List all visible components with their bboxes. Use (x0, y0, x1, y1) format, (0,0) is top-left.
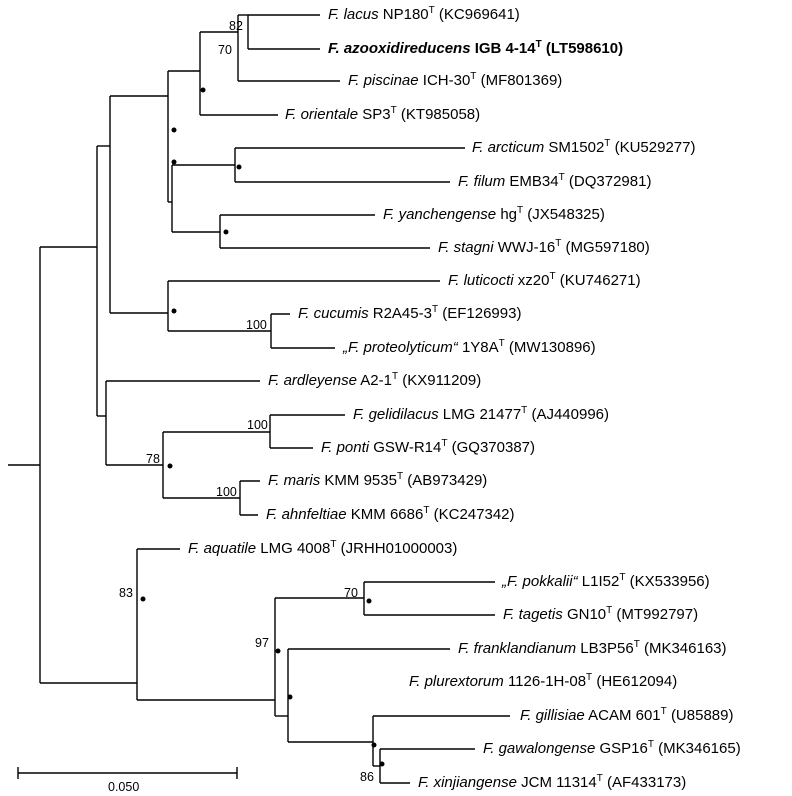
taxon-label: F. aquatile LMG 4008T (JRHH01000003) (188, 539, 458, 557)
taxon-label: „F. proteolyticum“ 1Y8AT (MW130896) (343, 338, 596, 356)
taxon-label: F. franklandianum LB3P56T (MK346163) (458, 639, 727, 657)
bootstrap-value: 83 (119, 586, 133, 600)
taxon-label: F. gawalongense GSP16T (MK346165) (483, 739, 741, 757)
taxon-label: F. maris KMM 9535T (AB973429) (268, 471, 488, 489)
bootstrap-value: 70 (344, 586, 358, 600)
bootstrap-value: 100 (247, 418, 268, 432)
taxon-label-highlighted: F. azooxidireducens IGB 4-14T (LT598610) (328, 39, 624, 57)
taxon-label: F. gelidilacus LMG 21477T (AJ440996) (353, 405, 610, 423)
taxon-label: F. xinjiangense JCM 11314T (AF433173) (418, 773, 687, 791)
scale-bar-label: 0.050 (108, 780, 140, 794)
bootstrap-value: 78 (146, 452, 160, 466)
taxon-label: F. lacus NP180T (KC969641) (328, 5, 520, 23)
node-dots (140, 87, 385, 767)
taxon-label: F. filum EMB34T (DQ372981) (458, 172, 652, 190)
bootstrap-value: 82 (229, 19, 243, 33)
taxon-label: F. ardleyense A2-1T (KX911209) (268, 371, 482, 389)
tree-branches (8, 14, 510, 784)
taxon-label: F. orientale SP3T (KT985058) (285, 105, 481, 123)
taxon-label: F. stagni WWJ-16T (MG597180) (438, 238, 650, 256)
taxon-label: F. cucumis R2A45-3T (EF126993) (298, 304, 522, 322)
taxon-label: F. plurextorum 1126-1H-08T (HE612094) (409, 672, 678, 690)
taxon-label: F. yanchengense hgT (JX548325) (383, 205, 605, 223)
taxon-label: F. piscinae ICH-30T (MF801369) (348, 71, 563, 89)
bootstrap-value: 70 (218, 43, 232, 57)
bootstrap-value: 100 (246, 318, 267, 332)
taxon-label: „F. pokkalii“ L1I52T (KX533956) (502, 572, 710, 590)
taxon-label: F. luticocti xz20T (KU746271) (448, 271, 641, 289)
bootstrap-value: 97 (255, 636, 269, 650)
taxon-label: F. gillisiae ACAM 601T (U85889) (520, 706, 734, 724)
bootstrap-value: 86 (360, 770, 374, 784)
taxon-label: F. ponti GSW-R14T (GQ370387) (321, 438, 536, 456)
bootstrap-value: 100 (216, 485, 237, 499)
taxon-label: F. tagetis GN10T (MT992797) (503, 605, 699, 623)
taxon-label: F. arcticum SM1502T (KU529277) (472, 138, 696, 156)
taxon-label: F. ahnfeltiae KMM 6686T (KC247342) (266, 505, 515, 523)
